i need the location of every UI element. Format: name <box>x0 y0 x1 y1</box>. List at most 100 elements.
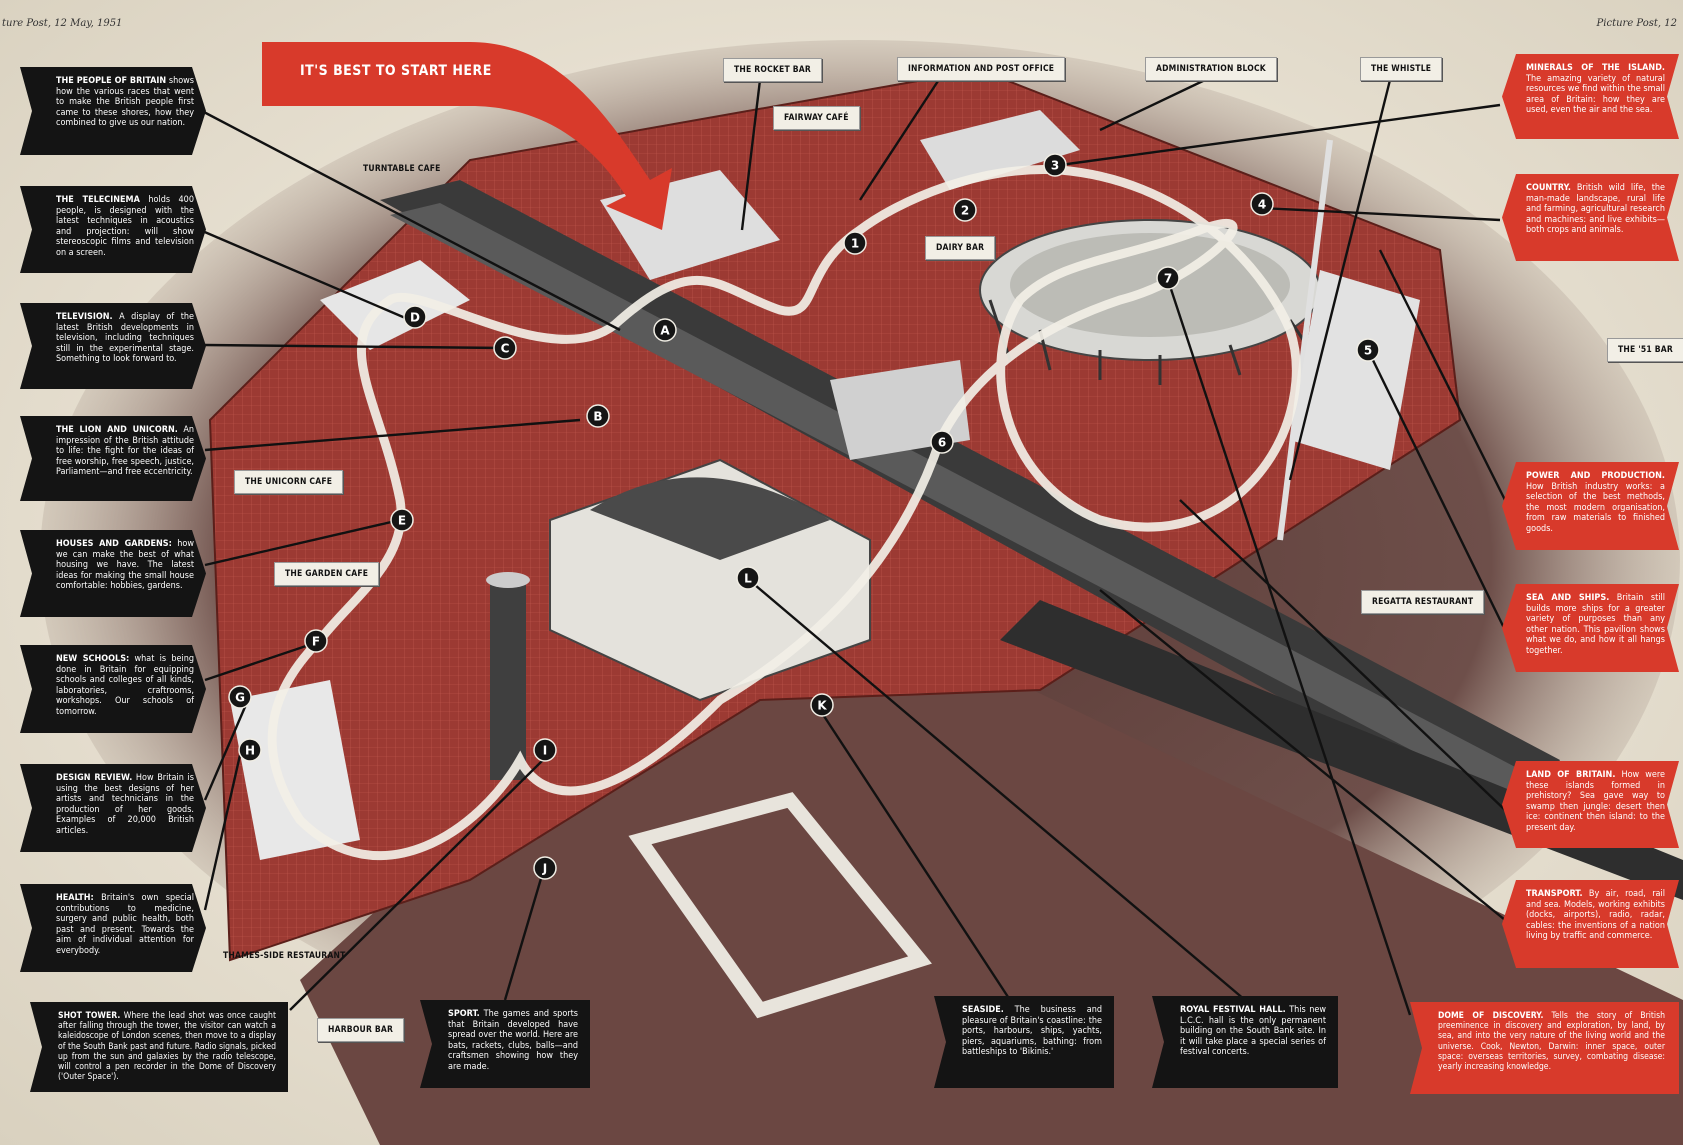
panel-title: ROYAL FESTIVAL HALL. <box>1180 1005 1286 1015</box>
route-marker-disc <box>403 305 427 329</box>
label-information-post-office: INFORMATION AND POST OFFICE <box>897 57 1066 81</box>
route-marker-disc <box>390 508 414 532</box>
route-marker-label: L <box>744 572 752 586</box>
panel-body: Where the lead shot was once caught afte… <box>58 1011 276 1083</box>
route-marker-k: K <box>810 693 834 717</box>
panel-transport: TRANSPORT. By air, road, rail and sea. M… <box>1502 880 1679 968</box>
panel-body: how we can make the best of what housing… <box>56 539 194 592</box>
panel-body: How Britain is using the best designs of… <box>56 773 194 836</box>
panel-people-of-britain: THE PEOPLE OF BRITAIN shows how the vari… <box>20 67 206 155</box>
route-marker-label: 4 <box>1258 198 1266 212</box>
label-rocket-bar: THE ROCKET BAR <box>723 58 822 82</box>
route-marker-b: B <box>586 404 610 428</box>
panel-title: DOME OF DISCOVERY. <box>1438 1011 1544 1021</box>
panel-title: DESIGN REVIEW. <box>56 773 133 783</box>
route-marker-j: J <box>533 856 557 880</box>
panel-title: POWER AND PRODUCTION. <box>1526 471 1665 481</box>
panel-country: COUNTRY. British wild life, the man-made… <box>1502 174 1679 261</box>
panel-body: Britain still builds more ships for a gr… <box>1526 593 1665 656</box>
route-marker-l: L <box>736 566 760 590</box>
route-marker-label: 3 <box>1051 159 1059 173</box>
panel-title: HOUSES AND GARDENS: <box>56 539 172 549</box>
panel-houses-and-gardens: HOUSES AND GARDENS: how we can make the … <box>20 530 206 617</box>
route-marker-label: G <box>235 691 245 705</box>
panel-title: COUNTRY. <box>1526 183 1571 193</box>
label-unicorn-cafe: THE UNICORN CAFE <box>234 470 344 494</box>
route-marker-label: I <box>543 744 547 758</box>
panel-minerals-of-the-island: MINERALS OF THE ISLAND. The amazing vari… <box>1502 54 1679 139</box>
panel-health: HEALTH: Britain's own special contributi… <box>20 884 206 972</box>
route-marker-disc <box>1043 153 1067 177</box>
panel-telecinema: THE TELECINEMA holds 400 people, is desi… <box>20 186 206 273</box>
festival-hall-roof <box>590 477 830 560</box>
route-marker-label: E <box>398 514 406 528</box>
panel-design-review: DESIGN REVIEW. How Britain is using the … <box>20 764 206 852</box>
route-marker-disc <box>238 738 262 762</box>
panel-body: How were these islands formed in prehist… <box>1526 770 1665 833</box>
panel-body: British wild life, the man-made landscap… <box>1526 183 1665 236</box>
shot-tower-top <box>486 572 530 588</box>
route-marker-disc <box>228 685 252 709</box>
route-marker-label: D <box>410 311 420 325</box>
page-header-right: Picture Post, 12 <box>1596 18 1677 29</box>
route-marker-3: 3 <box>1043 153 1067 177</box>
label-turntable-cafe: TURNTABLE CAFE <box>363 164 441 174</box>
panel-body: The amazing variety of natural resources… <box>1526 73 1665 116</box>
panel-body: shows how the various races that went to… <box>56 76 194 129</box>
route-marker-f: F <box>304 629 328 653</box>
route-marker-6: 6 <box>930 430 954 454</box>
panel-body: By air, road, rail and sea. Models, work… <box>1526 889 1665 942</box>
pavilion-block <box>320 260 470 350</box>
route-marker-c: C <box>493 336 517 360</box>
route-marker-label: 6 <box>938 436 946 450</box>
route-marker-disc <box>843 231 867 255</box>
panel-shot-tower: SHOT TOWER. Where the lead shot was once… <box>30 1002 288 1092</box>
panel-sea-and-ships: SEA AND SHIPS. Britain still builds more… <box>1502 584 1679 672</box>
route-marker-label: H <box>245 744 255 758</box>
panel-body: This new L.C.C. hall is the only permane… <box>1180 1005 1326 1058</box>
route-marker-disc <box>586 404 610 428</box>
panel-title: THE LION AND UNICORN. <box>56 425 178 435</box>
leader-lines <box>199 77 1507 1016</box>
panel-title: NEW SCHOOLS: <box>56 654 130 664</box>
panel-body: An impression of the British attitude to… <box>56 425 194 478</box>
label-garden-cafe: THE GARDEN CAFE <box>274 562 380 586</box>
route-marker-a: A <box>653 318 677 342</box>
route-marker-1: 1 <box>843 231 867 255</box>
skylon-tower <box>1277 139 1333 541</box>
pavilion-block <box>230 680 360 860</box>
route-marker-disc <box>810 693 834 717</box>
river-pier <box>628 792 932 1019</box>
label-dairy-bar: DAIRY BAR <box>925 236 996 260</box>
route-marker-e: E <box>390 508 414 532</box>
route-marker-label: 7 <box>1164 272 1172 286</box>
route-marker-label: C <box>501 342 510 356</box>
route-marker-5: 5 <box>1356 338 1380 362</box>
panel-title: LAND OF BRITAIN. <box>1526 770 1616 780</box>
label-fairway-cafe: FAIRWAY CAFÉ <box>773 106 860 130</box>
route-marker-disc <box>953 198 977 222</box>
label-harbour-bar: HARBOUR BAR <box>317 1018 405 1042</box>
panel-new-schools: NEW SCHOOLS: what is being done in Brita… <box>20 645 206 733</box>
pavilion-block <box>920 110 1080 190</box>
label-thames-side-restaurant: THAMES-SIDE RESTAURANT <box>223 951 346 961</box>
start-here-arrow <box>262 42 672 230</box>
panel-title: MINERALS OF THE ISLAND. <box>1526 63 1665 73</box>
route-marker-disc <box>493 336 517 360</box>
panel-lion-and-unicorn: THE LION AND UNICORN. An impression of t… <box>20 416 206 501</box>
route-marker-disc <box>1156 266 1180 290</box>
route-marker-label: B <box>593 410 602 424</box>
route-marker-disc <box>1356 338 1380 362</box>
route-marker-disc <box>653 318 677 342</box>
route-marker-g: G <box>228 685 252 709</box>
route-marker-d: D <box>403 305 427 329</box>
shot-tower <box>490 580 526 780</box>
start-here-label: IT'S BEST TO START HERE <box>300 63 492 79</box>
route-marker-disc <box>1250 192 1274 216</box>
panel-body: Tells the story of British preeminence i… <box>1438 1011 1666 1073</box>
route-marker-7: 7 <box>1156 266 1180 290</box>
label-the-whistle: THE WHISTLE <box>1360 57 1443 81</box>
route-marker-label: K <box>817 699 827 713</box>
